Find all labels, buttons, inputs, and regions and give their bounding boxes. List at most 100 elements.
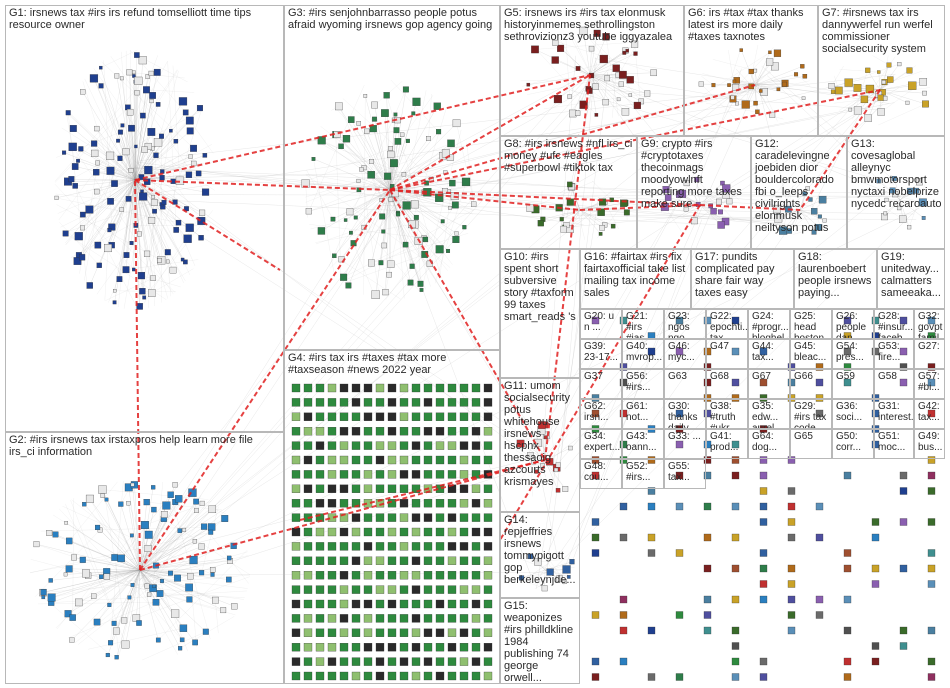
small-group-node [732, 565, 739, 572]
small-group-node [816, 596, 823, 603]
small-group-node [592, 674, 599, 681]
group-box-g14: G14: repjeffries irsnews tommypigott gop… [500, 512, 580, 598]
small-group-node [788, 627, 795, 634]
small-group-box: G37 [580, 369, 622, 399]
small-group-box: G48: cou... [580, 459, 622, 489]
small-group-label: G50: corr... [836, 431, 871, 453]
small-group-box: G42: tax... [914, 399, 945, 429]
group-box-g3: G3: #irs senjohnbarrasso people potus af… [284, 5, 500, 350]
small-group-box: G63 [664, 369, 706, 399]
group-box-g4: G4: #irs tax irs #taxes #tax more #taxse… [284, 350, 500, 684]
group-box-g9: G9: crypto #irs #cryptotaxes thecoinmags… [637, 136, 751, 249]
small-group-label: G40: mvrop... [626, 341, 661, 363]
small-group-box: G61: not... [622, 399, 664, 429]
small-group-node [732, 674, 739, 681]
small-group-node [760, 488, 767, 495]
small-group-node [704, 596, 711, 603]
small-group-node [648, 627, 655, 634]
small-group-node [648, 503, 655, 510]
small-group-node [760, 503, 767, 510]
small-group-label: G48: cou... [584, 461, 619, 483]
small-group-node [844, 627, 851, 634]
small-group-node [928, 488, 935, 495]
small-group-box: G31: interest... [874, 399, 914, 429]
small-group-box: G27: [914, 339, 945, 369]
small-group-box: G29: #irs tax code... [790, 399, 832, 429]
small-group-label: G27: [918, 341, 942, 352]
small-group-label: G36: soci... [836, 401, 871, 423]
group-label-g10: G10: #irs spent short subversive story #… [504, 251, 577, 323]
small-group-node [928, 550, 935, 557]
small-group-label: G65 [794, 431, 829, 442]
group-label-g8: G8: #irs irsnews #nfl irs_ci money #ufc … [504, 138, 634, 174]
small-group-node [844, 565, 851, 572]
small-group-label: G53: fire... [878, 341, 911, 363]
small-group-node [732, 472, 739, 479]
small-group-node [732, 643, 739, 650]
small-group-label: G58 [878, 371, 911, 382]
small-group-node [648, 674, 655, 681]
small-group-label: G51: moc... [878, 431, 911, 453]
small-group-node [592, 519, 599, 526]
group-label-g16: G16: #fairtax #irs fix fairtaxofficial t… [584, 251, 688, 299]
small-group-box: G20: u n ... [580, 309, 622, 339]
small-group-node [872, 643, 879, 650]
small-group-label: G56: #irs... [626, 371, 661, 393]
small-group-node [928, 581, 935, 588]
small-group-node [928, 627, 935, 634]
group-box-g2: G2: #irs irsnews tax irstaxpros help lea… [5, 432, 284, 684]
small-group-node [676, 612, 683, 619]
small-group-label: G42: tax... [918, 401, 942, 423]
group-label-g12: G12: caradelevingne joebiden dior boulde… [755, 138, 844, 234]
small-group-label: G59 [836, 371, 871, 382]
group-label-g18: G18: laurenboebert people irsnews paying… [798, 251, 874, 299]
small-group-box: G28: #insur... faceb... [874, 309, 914, 339]
small-group-node [928, 674, 935, 681]
small-group-label: G66 [794, 371, 829, 382]
small-group-node [872, 519, 879, 526]
small-group-label: G62: irsn... [584, 401, 619, 423]
small-group-node [592, 612, 599, 619]
small-group-box: G55: tax... [664, 459, 706, 489]
group-box-g17: G17: pundits complicated pay share fair … [691, 249, 794, 309]
small-group-label: G28: #insur... faceb... [878, 311, 911, 339]
group-box-g19: G19: unitedway... calmatters sameeaka... [877, 249, 945, 309]
small-group-box: G33: ... [664, 429, 706, 459]
small-group-box: G46: myc... [664, 339, 706, 369]
small-group-node [788, 565, 795, 572]
small-group-box: G50: corr... [832, 429, 874, 459]
small-group-box: G25: head boston... [790, 309, 832, 339]
small-group-node [676, 674, 683, 681]
small-group-label: G55: tax... [668, 461, 703, 483]
group-box-g12: G12: caradelevingne joebiden dior boulde… [751, 136, 847, 249]
small-group-label: G32: govpt famil... [918, 311, 942, 339]
small-group-node [760, 550, 767, 557]
small-group-box: G51: moc... [874, 429, 914, 459]
small-group-node [788, 488, 795, 495]
small-group-label: G61: not... [626, 401, 661, 423]
small-group-label: G35: edw... aurel... [752, 401, 787, 429]
small-group-box: G30: thanks daily... [664, 399, 706, 429]
small-group-box: G64: dog... [748, 429, 790, 459]
small-group-node [620, 627, 627, 634]
small-group-node [648, 550, 655, 557]
small-group-box: G44: tax... [748, 339, 790, 369]
small-group-node [732, 596, 739, 603]
small-group-label: G45: bleac... [794, 341, 829, 363]
small-group-node [704, 565, 711, 572]
small-group-label: G52: #irs... [626, 461, 661, 483]
small-group-box: G57: #bi... [914, 369, 945, 399]
group-box-g10: G10: #irs spent short subversive story #… [500, 249, 580, 378]
small-group-node [760, 565, 767, 572]
small-group-node [900, 519, 907, 526]
small-group-node [676, 503, 683, 510]
small-group-box: G32: govpt famil... [914, 309, 945, 339]
small-group-box: G45: bleac... [790, 339, 832, 369]
small-group-node [900, 643, 907, 650]
small-group-node [620, 612, 627, 619]
small-group-box: G49: bus... [914, 429, 945, 459]
small-group-label: G22: epochti... tax [710, 311, 745, 339]
small-group-node [844, 550, 851, 557]
group-box-g11: G11: umom socialsecurity potus whitehous… [500, 378, 580, 512]
group-label-g11: G11: umom socialsecurity potus whitehous… [504, 380, 577, 488]
